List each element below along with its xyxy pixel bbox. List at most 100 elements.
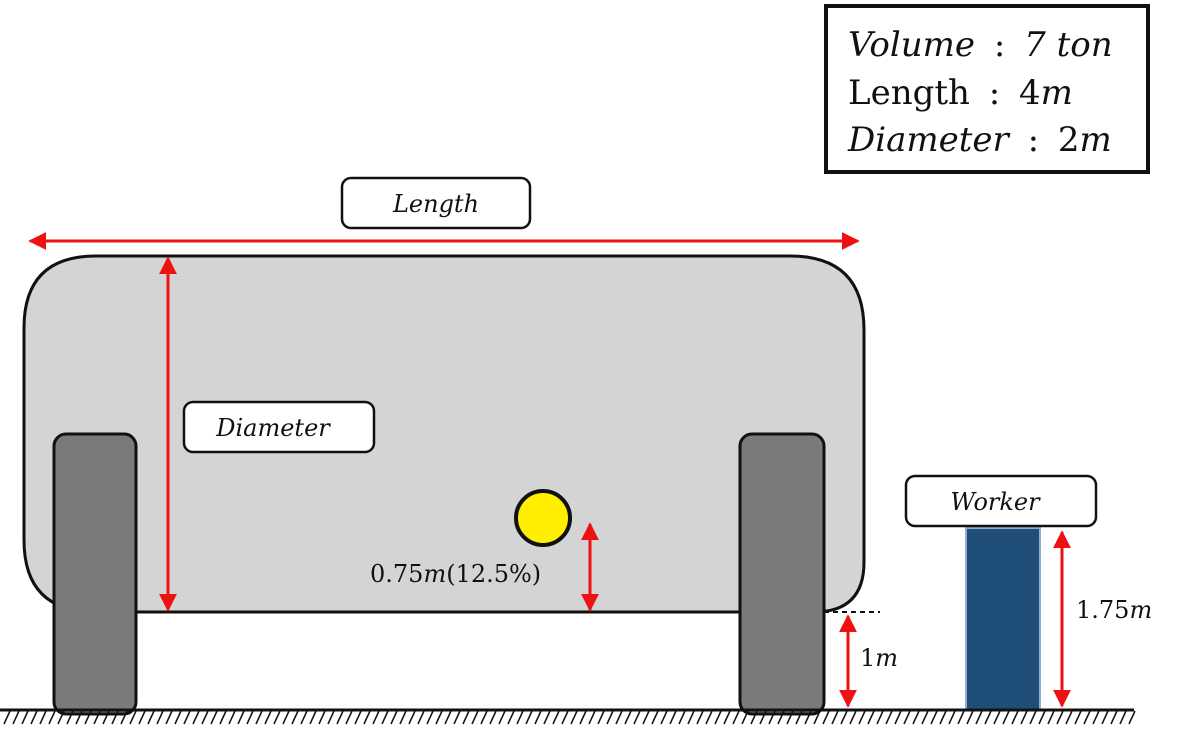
- separator: :: [994, 25, 1005, 65]
- svg-text:Volume : 7 ton: Volume : 7 ton: [848, 25, 1113, 65]
- ground-hatch-line: [237, 710, 245, 725]
- diameter-label: Diameter: [215, 414, 331, 442]
- ground-hatch-line: [570, 710, 578, 725]
- ground-hatch-line: [1002, 710, 1010, 725]
- ground-hatch-line: [3, 710, 11, 725]
- ground-hatch-line: [66, 710, 74, 725]
- ground-hatch-line: [471, 710, 479, 725]
- svg-text:Diameter : 2m: Diameter : 2m: [847, 120, 1112, 160]
- ground-hatch-line: [867, 710, 875, 725]
- ground-hatch-line: [1020, 710, 1028, 725]
- ground-hatch-line: [84, 710, 92, 725]
- ground-hatch-line: [21, 710, 29, 725]
- ground-hatch-line: [831, 710, 839, 725]
- ground-hatch-line: [588, 710, 596, 725]
- ground-hatch-line: [75, 710, 83, 725]
- ground-hatch-line: [147, 710, 155, 725]
- ground-hatch-line: [849, 710, 857, 725]
- ground-hatch-line: [858, 710, 866, 725]
- worker-figure: [965, 527, 1041, 711]
- ground-hatch-line: [1101, 710, 1109, 725]
- ground-hatch-line: [426, 710, 434, 725]
- ground-hatch-line: [111, 710, 119, 725]
- ground-hatch-line: [1092, 710, 1100, 725]
- ground-hatch-line: [561, 710, 569, 725]
- diameter-info-value: 2: [1058, 120, 1080, 160]
- diameter-info-label: Diameter: [847, 120, 1011, 160]
- ground-hatch-line: [363, 710, 371, 725]
- separator: :: [989, 73, 1000, 113]
- ground-hatch-line: [984, 710, 992, 725]
- ground-hatch-line: [12, 710, 20, 725]
- ground-hatch-line: [300, 710, 308, 725]
- ground-hatch-line: [687, 710, 695, 725]
- worker-label-box: Worker: [904, 474, 1098, 528]
- ground-hatch-line: [741, 710, 749, 725]
- ground-hatch-line: [660, 710, 668, 725]
- ground-hatch-line: [228, 710, 236, 725]
- ground-hatch-line: [633, 710, 641, 725]
- ground-hatch-line: [156, 710, 164, 725]
- ground-hatch-line: [669, 710, 677, 725]
- volume-value: 7 ton: [1024, 25, 1112, 65]
- diameter-info-unit: m: [1080, 120, 1112, 160]
- ground-hatch-line: [1065, 710, 1073, 725]
- ground-hatch-line: [408, 710, 416, 725]
- ground-hatch-line: [390, 710, 398, 725]
- length-info-label: Length: [848, 73, 970, 113]
- ground-hatch-line: [480, 710, 488, 725]
- ground: [0, 708, 1136, 725]
- ground-clearance-label: 1m: [860, 644, 898, 672]
- info-box: Volume : 7 ton Length : 4m Diameter : 2m: [824, 4, 1150, 174]
- separator: :: [1028, 120, 1039, 160]
- ground-hatch-line: [840, 710, 848, 725]
- ground-hatch-line: [309, 710, 317, 725]
- ground-hatch-line: [507, 710, 515, 725]
- tank-body: [22, 254, 866, 614]
- ground-hatch-line: [894, 710, 902, 725]
- left-wheel: [52, 432, 138, 716]
- ground-hatch-line: [678, 710, 686, 725]
- ground-hatch-line: [930, 710, 938, 725]
- ground-hatch-line: [57, 710, 65, 725]
- ground-hatch-line: [759, 710, 767, 725]
- ground-hatch-line: [516, 710, 524, 725]
- ground-hatch-line: [453, 710, 461, 725]
- volume-label: Volume: [848, 25, 975, 65]
- ground-hatch-line: [543, 710, 551, 725]
- ground-hatch-line: [183, 710, 191, 725]
- ground-hatch-line: [957, 710, 965, 725]
- length-info-value: 4: [1019, 73, 1041, 113]
- leak-height-label: 0.75m(12.5%): [370, 560, 541, 588]
- ground-hatch-line: [750, 710, 758, 725]
- ground-hatch-line: [642, 710, 650, 725]
- worker-height-label: 1.75m: [1076, 596, 1152, 624]
- right-wheel: [738, 432, 826, 716]
- leak-point: [514, 489, 572, 547]
- ground-hatch-line: [336, 710, 344, 725]
- ground-hatch-line: [354, 710, 362, 725]
- ground-hatch-line: [714, 710, 722, 725]
- ground-hatch-line: [534, 710, 542, 725]
- ground-hatch-line: [345, 710, 353, 725]
- ground-hatch-line: [966, 710, 974, 725]
- ground-hatch-line: [192, 710, 200, 725]
- length-info-unit: m: [1041, 73, 1073, 113]
- ground-hatch-line: [525, 710, 533, 725]
- ground-hatch-line: [723, 710, 731, 725]
- ground-hatch-line: [210, 710, 218, 725]
- ground-hatch-line: [777, 710, 785, 725]
- ground-hatch-line: [462, 710, 470, 725]
- ground-hatch-line: [327, 710, 335, 725]
- ground-hatch-line: [786, 710, 794, 725]
- ground-hatch-line: [120, 710, 128, 725]
- ground-hatch-line: [165, 710, 173, 725]
- ground-hatch-line: [138, 710, 146, 725]
- ground-hatch-line: [174, 710, 182, 725]
- ground-hatch-line: [381, 710, 389, 725]
- ground-hatch-line: [813, 710, 821, 725]
- ground-hatch-line: [921, 710, 929, 725]
- ground-hatch-line: [615, 710, 623, 725]
- ground-hatch-line: [597, 710, 605, 725]
